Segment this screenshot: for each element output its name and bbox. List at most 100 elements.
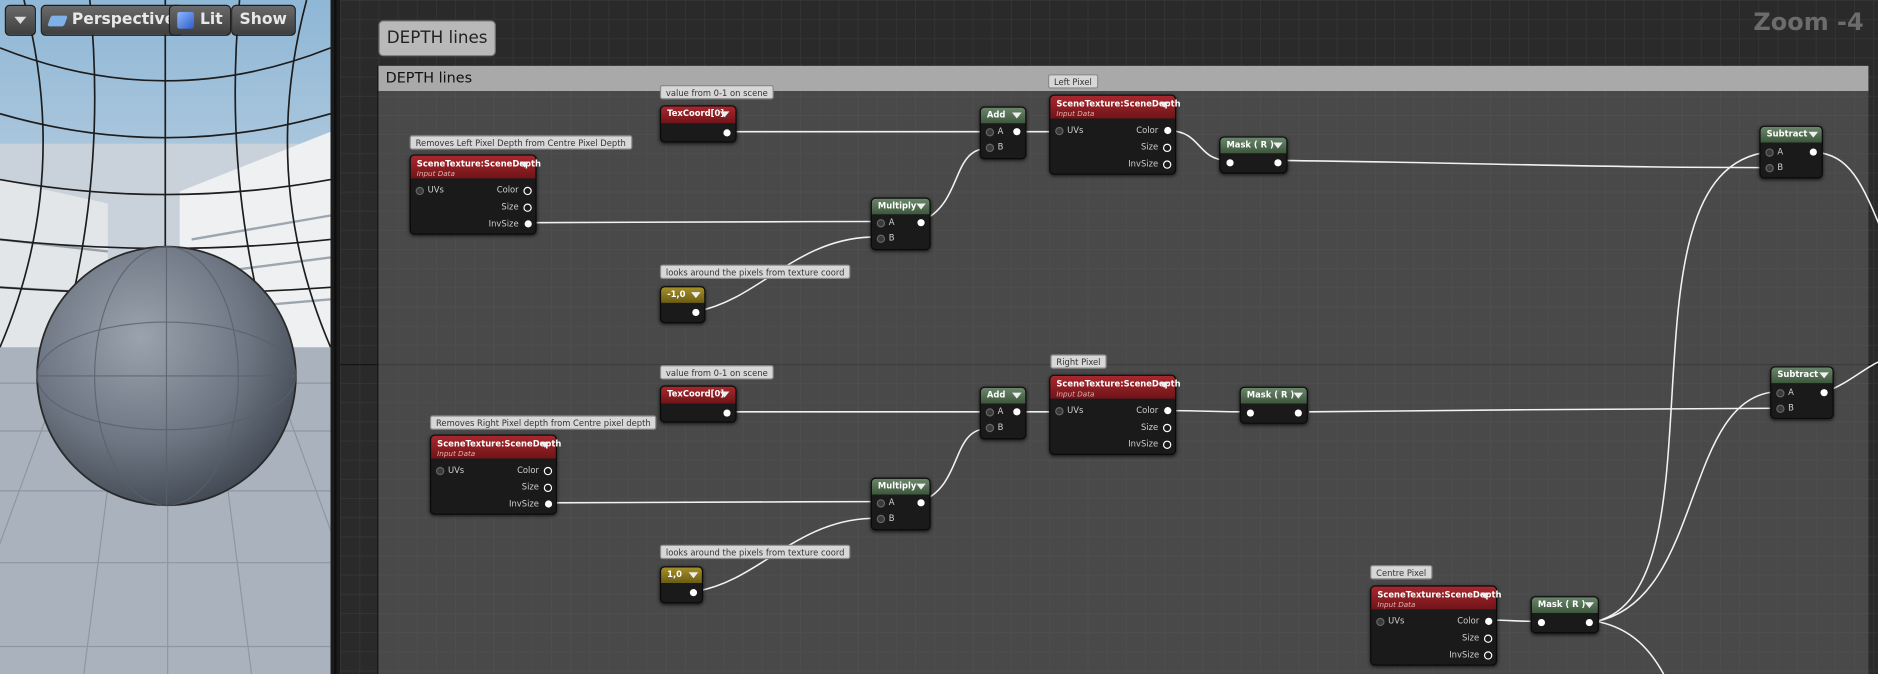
uvs-input-pin[interactable] (1055, 126, 1064, 136)
b-input-pin[interactable] (985, 423, 995, 433)
b-input-pin[interactable] (1776, 404, 1785, 414)
node-subtitle: Input Data (416, 170, 455, 179)
chevron-down-icon (916, 483, 926, 490)
panel-splitter[interactable] (330, 0, 341, 674)
chevron-down-icon (540, 441, 550, 448)
size-output-pin[interactable] (523, 203, 532, 212)
invsize-output-pin[interactable] (1162, 160, 1172, 169)
b-input-pin[interactable] (876, 514, 886, 524)
zoom-level: Zoom -4 (1753, 7, 1864, 36)
constant2vector-node[interactable]: 1,0 (659, 566, 704, 604)
comment-bubble[interactable]: Left Pixel (1047, 74, 1098, 89)
b-input-pin[interactable] (985, 143, 995, 153)
size-output-pin[interactable] (1162, 143, 1172, 153)
color-output-pin[interactable] (543, 466, 553, 476)
texcoord-output-pin[interactable] (723, 409, 731, 417)
chevron-down-icon (916, 203, 926, 210)
size-output-pin[interactable] (1162, 423, 1172, 433)
pin-label: Size (521, 482, 539, 493)
comment-bubble-tab[interactable]: DEPTH lines (378, 20, 496, 57)
constant-output-pin[interactable] (692, 308, 700, 317)
material-preview-viewport[interactable]: Perspective Lit Show (0, 0, 331, 674)
a-input-pin[interactable] (876, 219, 886, 228)
add-output-pin[interactable] (1013, 408, 1021, 416)
perspective-button[interactable]: Perspective (40, 4, 184, 36)
invsize-output-pin[interactable] (1162, 440, 1172, 449)
size-output-pin[interactable] (543, 483, 553, 493)
pin-label: B (888, 233, 895, 244)
a-input-pin[interactable] (1776, 389, 1785, 398)
texcoord-output-pin[interactable] (723, 129, 731, 137)
color-output-pin[interactable] (1164, 407, 1172, 415)
multiply-node[interactable]: Multiply A B (870, 477, 931, 531)
constant2vector-node[interactable]: -1,0 (659, 286, 706, 324)
lit-button[interactable]: Lit (168, 4, 232, 36)
texcoord-node[interactable]: TexCoord[0] (659, 385, 737, 423)
mask-node[interactable]: Mask ( R ) (1219, 136, 1288, 174)
node-subtitle: Input Data (1377, 600, 1416, 610)
color-output-pin[interactable] (1164, 126, 1172, 135)
subtract-output-pin[interactable] (1820, 389, 1828, 397)
uvs-input-pin[interactable] (1376, 617, 1385, 627)
color-output-pin[interactable] (523, 186, 532, 196)
subtract-node[interactable]: Subtract A B (1770, 366, 1834, 420)
uvs-input-pin[interactable] (1055, 407, 1064, 416)
a-input-pin[interactable] (876, 499, 886, 508)
material-graph-canvas[interactable]: DEPTH lines DEPTH lines Zoom -4 (340, 0, 1878, 674)
node-title: Multiply (877, 481, 917, 491)
comment-bubble[interactable]: value from 0-1 on scene (659, 85, 774, 100)
a-input-pin[interactable] (985, 128, 995, 137)
mask-node[interactable]: Mask ( R ) (1530, 596, 1599, 634)
viewport-options-button[interactable] (4, 4, 36, 36)
invsize-output-pin[interactable] (524, 220, 532, 228)
multiply-output-pin[interactable] (917, 219, 925, 227)
comment-bubble[interactable]: Right Pixel (1050, 354, 1107, 369)
b-input-pin[interactable] (1765, 164, 1774, 173)
invsize-output-pin[interactable] (544, 500, 553, 508)
mask-node[interactable]: Mask ( R ) (1239, 386, 1308, 424)
pin-label: Color (496, 185, 519, 196)
uvs-input-pin[interactable] (435, 466, 445, 476)
node-header: TexCoord[0] (661, 386, 736, 404)
mask-input-pin[interactable] (1246, 409, 1254, 417)
pin-label: InvSize (488, 219, 519, 229)
b-input-pin[interactable] (876, 234, 886, 244)
comment-bubble[interactable]: Removes Right Pixel depth from Centre pi… (429, 415, 657, 430)
a-input-pin[interactable] (1765, 148, 1774, 157)
comment-bubble[interactable]: Removes Left Pixel Depth from Centre Pix… (409, 135, 632, 150)
multiply-node[interactable]: Multiply A B (870, 197, 931, 251)
mask-input-pin[interactable] (1226, 159, 1234, 167)
comment-bubble[interactable]: Centre Pixel (1370, 565, 1433, 580)
a-input-pin[interactable] (985, 408, 995, 417)
comment-box-header[interactable]: DEPTH lines (378, 65, 1869, 91)
mask-output-pin[interactable] (1585, 618, 1593, 627)
constant-output-pin[interactable] (689, 589, 698, 597)
comment-bubble[interactable]: value from 0-1 on scene (659, 365, 774, 380)
node-title: Add (986, 110, 1006, 120)
mask-output-pin[interactable] (1294, 409, 1302, 417)
show-button[interactable]: Show (231, 4, 296, 36)
add-node[interactable]: Add A B (979, 386, 1027, 440)
multiply-output-pin[interactable] (917, 499, 925, 507)
subtract-output-pin[interactable] (1809, 148, 1817, 156)
add-node[interactable]: Add A B (979, 106, 1027, 160)
size-output-pin[interactable] (1483, 634, 1493, 643)
color-output-pin[interactable] (1485, 617, 1493, 625)
uvs-input-pin[interactable] (415, 186, 424, 196)
subtract-node[interactable]: Subtract A B (1759, 125, 1823, 179)
invsize-output-pin[interactable] (1483, 651, 1493, 660)
comment-bubble[interactable]: looks around the pixels from texture coo… (659, 544, 851, 560)
texcoord-node[interactable]: TexCoord[0] (659, 105, 737, 143)
add-output-pin[interactable] (1013, 128, 1021, 136)
comment-bubble[interactable]: looks around the pixels from texture coo… (659, 264, 851, 279)
cube-icon (177, 11, 195, 29)
node-header: Multiply (871, 478, 930, 495)
wire (920, 147, 987, 223)
mask-input-pin[interactable] (1537, 618, 1546, 627)
mask-output-pin[interactable] (1274, 159, 1282, 167)
